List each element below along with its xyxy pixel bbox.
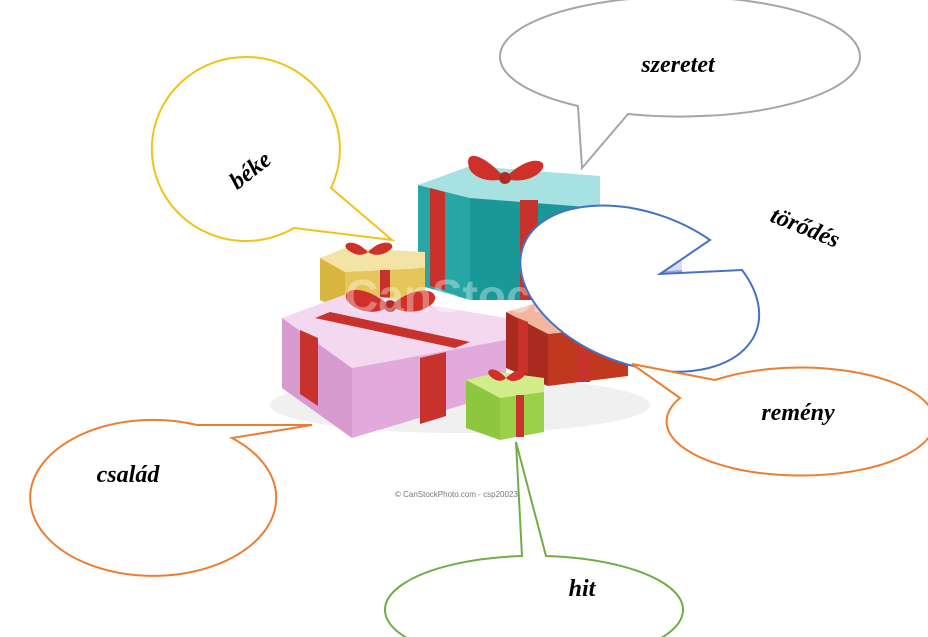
bubble-torodes-label: törődés: [767, 202, 843, 253]
bubble-csalad-label: család: [97, 462, 161, 488]
bubble-hit-label: hit: [569, 576, 597, 602]
bubble-beke: béke: [150, 56, 396, 242]
bubble-hit: hit: [384, 441, 684, 637]
bubble-csalad-outline: [29, 418, 313, 577]
bubble-beke-outline: [150, 56, 396, 242]
photo-credit: © CanStockPhoto.com - csp20023: [395, 490, 518, 499]
bubble-szeretet-outline: [498, 0, 861, 171]
bubble-hit-outline: [384, 441, 684, 637]
pink-gift-box-icon: [282, 289, 506, 438]
green-gift-box-icon: [466, 369, 544, 440]
bubble-szeretet-label: szeretet: [640, 52, 716, 78]
bubble-szeretet: szeretet: [498, 0, 861, 171]
bubble-remeny-label: remény: [761, 400, 835, 426]
bubble-torodes-outline: [519, 204, 761, 373]
bubble-csalad: család: [29, 418, 313, 577]
bubble-remeny-outline: [631, 363, 928, 477]
bubble-remeny: remény: [631, 363, 928, 477]
